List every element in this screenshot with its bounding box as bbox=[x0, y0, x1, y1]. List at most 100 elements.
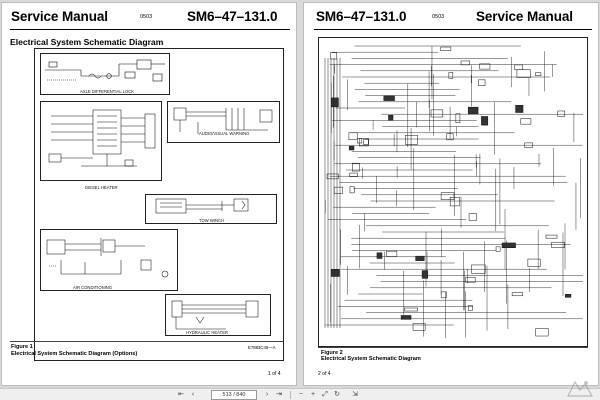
schematic-component bbox=[565, 294, 572, 298]
schematic-component bbox=[440, 291, 447, 299]
figure-code: E7883C45—A bbox=[248, 345, 276, 350]
schematic-component bbox=[415, 255, 425, 261]
schematic-panel-diesel-heater bbox=[40, 101, 162, 181]
last-page-icon[interactable]: ⇥ bbox=[276, 391, 282, 398]
schematic-component bbox=[348, 145, 355, 151]
schematic-component bbox=[386, 250, 398, 257]
schematic-component bbox=[352, 162, 360, 172]
schematic-drawing bbox=[155, 198, 249, 214]
schematic-drawing bbox=[171, 300, 259, 330]
schematic-component bbox=[376, 252, 383, 259]
schematic-component bbox=[501, 242, 516, 249]
schematic-component bbox=[520, 118, 532, 125]
schematic-drawing bbox=[45, 59, 165, 82]
header-title: Service Manual bbox=[11, 9, 108, 24]
watermark-logo-icon bbox=[567, 380, 594, 397]
schematic-component bbox=[481, 116, 489, 126]
zoom-in-icon[interactable]: + bbox=[310, 391, 316, 398]
schematic-panel-hydraulic-heater bbox=[165, 294, 271, 336]
schematic-component bbox=[400, 315, 412, 320]
figure-caption: Electrical System Schematic Diagram (Opt… bbox=[11, 351, 138, 357]
schematic-component bbox=[557, 110, 566, 117]
schematic-component bbox=[471, 264, 486, 274]
panel-caption: HYDRAULIC HEATER bbox=[186, 330, 229, 335]
header-rule bbox=[10, 29, 290, 30]
schematic-component bbox=[524, 142, 533, 148]
schematic-component bbox=[551, 241, 565, 248]
schematic-component bbox=[363, 139, 369, 145]
page-left: Service Manual 0503 SM6–47–131.0 Electri… bbox=[1, 2, 297, 386]
schematic-component bbox=[478, 79, 486, 86]
panel-caption: AXLE DIFFERENTIAL LOCK bbox=[80, 89, 135, 94]
figure-rule bbox=[10, 341, 284, 342]
schematic-component bbox=[440, 46, 452, 51]
schematic-component bbox=[405, 135, 418, 145]
schematic-component bbox=[448, 72, 454, 79]
schematic-component bbox=[440, 192, 455, 200]
panel-caption: DIESEL HEATER bbox=[85, 185, 118, 190]
figure-caption: Electrical System Schematic Diagram bbox=[321, 356, 421, 362]
fit-page-icon[interactable]: ⤢ bbox=[322, 391, 328, 398]
schematic-component bbox=[331, 97, 339, 108]
schematic-component bbox=[348, 132, 358, 140]
schematic-drawing bbox=[46, 238, 169, 278]
figure-number: Figure 2 bbox=[321, 350, 343, 356]
schematic-component bbox=[468, 305, 473, 311]
figure-rule bbox=[318, 347, 588, 348]
schematic-component bbox=[330, 52, 338, 60]
figure-frame bbox=[318, 37, 588, 347]
schematic-component bbox=[412, 323, 426, 331]
schematic-component bbox=[535, 72, 542, 77]
page-number-input[interactable]: 513 / 840 bbox=[211, 390, 257, 400]
schematic-component bbox=[455, 113, 461, 123]
schematic-component bbox=[326, 173, 339, 180]
sheet-title: Electrical System Schematic Diagram bbox=[10, 37, 164, 47]
page-footer: 2 of 4 bbox=[318, 371, 331, 377]
schematic-component bbox=[357, 138, 363, 144]
figure-number: Figure 1 bbox=[11, 344, 33, 350]
page-footer: 1 of 4 bbox=[268, 371, 281, 377]
next-page-icon[interactable]: › bbox=[265, 391, 269, 398]
schematic-drawing bbox=[173, 107, 273, 134]
schematic-panel-axle-differential-lock bbox=[40, 53, 170, 95]
schematic-panel-tow-winch bbox=[145, 194, 277, 224]
header-date: 0503 bbox=[432, 14, 445, 20]
schematic-component bbox=[430, 109, 444, 118]
schematic-component bbox=[465, 277, 476, 283]
schematic-component bbox=[468, 213, 477, 221]
schematic-component bbox=[388, 114, 394, 121]
figure-frame bbox=[34, 48, 284, 361]
header-doc-number: SM6–47–131.0 bbox=[187, 9, 278, 24]
schematic-component bbox=[460, 60, 470, 66]
page-right: SM6–47–131.0 0503 Service Manual Figure … bbox=[303, 2, 599, 386]
schematic-component bbox=[515, 105, 524, 113]
header-doc-number: SM6–47–131.0 bbox=[316, 9, 407, 24]
first-page-icon[interactable]: ⇤ bbox=[178, 391, 184, 398]
schematic-component bbox=[449, 196, 460, 207]
schematic-component bbox=[467, 106, 479, 115]
schematic-component bbox=[495, 246, 501, 252]
viewer-toolbar: ⇤ ‹ 513 / 840 › ⇥ − + ⤢ ↻ ⇲ bbox=[0, 388, 600, 400]
schematic-component bbox=[383, 95, 395, 101]
schematic-component bbox=[511, 292, 523, 297]
panel-caption: AUDIO/VISUAL WARNING bbox=[199, 131, 250, 136]
expand-icon[interactable]: ⇲ bbox=[352, 391, 358, 398]
schematic-component bbox=[421, 270, 429, 279]
schematic-drawing bbox=[48, 109, 156, 167]
header-rule bbox=[314, 29, 592, 30]
schematic-panel-audio-visual-warning bbox=[167, 101, 280, 143]
schematic-component bbox=[514, 64, 523, 70]
header-date: 0503 bbox=[140, 14, 153, 20]
prev-page-icon[interactable]: ‹ bbox=[191, 391, 195, 398]
schematic-component bbox=[358, 138, 369, 147]
document-viewer[interactable]: Service Manual 0503 SM6–47–131.0 Electri… bbox=[0, 0, 600, 388]
schematic-component bbox=[479, 63, 491, 70]
toolbar-separator bbox=[290, 391, 291, 399]
schematic-panel-air-conditioning bbox=[40, 229, 178, 291]
zoom-out-icon[interactable]: − bbox=[298, 391, 304, 398]
schematic-component bbox=[349, 186, 355, 194]
schematic-component bbox=[330, 269, 340, 277]
panel-caption: AIR CONDITIONING bbox=[73, 285, 113, 290]
rotate-icon[interactable]: ↻ bbox=[334, 391, 340, 398]
schematic-component bbox=[545, 234, 558, 239]
